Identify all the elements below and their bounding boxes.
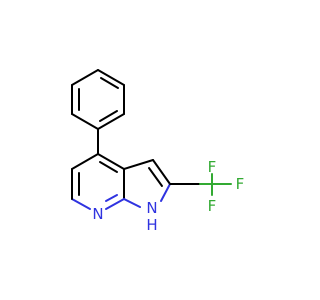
bond [97,113,125,130]
atom-label-f-bottom: F [208,197,217,215]
phenyl-ring [71,69,125,130]
double-bond-inner [105,194,118,202]
bond [160,183,171,202]
bond [97,69,125,86]
atom-label-n-pyrrole: N [146,199,157,217]
atom-label-n-pyridine: N [92,205,103,223]
trifluoromethyl-group [169,173,232,196]
bond [71,153,99,170]
bond [97,153,125,170]
bond [71,198,91,210]
bond [152,159,171,185]
double-bond-inner [100,77,119,89]
double-bond-inner [99,110,118,122]
bond [71,113,99,130]
bond [71,69,99,86]
pyridine-ring [71,153,125,210]
atom-label-h-pyrrole: H [146,216,157,234]
pyrrole-ring [123,159,171,208]
atom-label-f-top: F [208,158,217,176]
molecule-structure: N N H F F F [71,69,245,234]
double-bond-inner [99,161,118,173]
atom-label-f-right: F [236,175,245,193]
bond [105,198,125,210]
bond [123,159,154,170]
double-bond-inner [148,167,163,187]
bond [123,198,141,208]
